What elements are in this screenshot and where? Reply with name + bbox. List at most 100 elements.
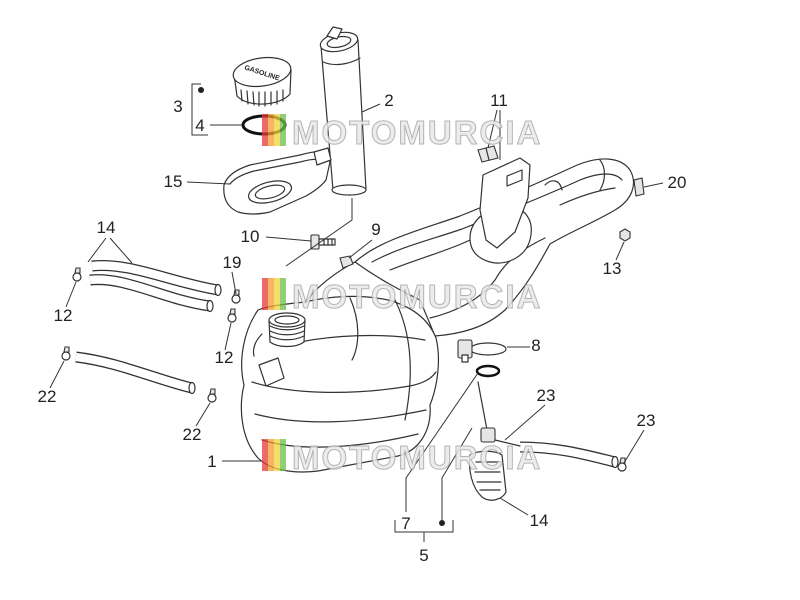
leader-14-lower <box>499 497 529 516</box>
clamp-ring <box>207 393 217 403</box>
filler-tray <box>223 147 332 215</box>
hose-clamp-22-left <box>61 346 71 361</box>
leader-neck-to-tank <box>285 198 353 267</box>
leader-5-bracket <box>394 520 454 542</box>
callout-5: 5 <box>419 546 428 565</box>
clamp-band <box>469 342 507 356</box>
hose-fill <box>519 442 616 467</box>
clamp-ring <box>227 313 237 323</box>
watermark-logo-mark <box>262 114 286 146</box>
hose-22 <box>75 351 196 395</box>
filler-neck-bottom <box>331 184 367 196</box>
fuel-cap-top <box>232 56 292 88</box>
filler-collar-top <box>268 312 306 328</box>
hose-fill <box>89 275 211 311</box>
clamp-tab <box>63 346 70 353</box>
fuel-cap: GASOLINE <box>232 56 292 107</box>
leader-14-upper <box>87 237 133 264</box>
callout-22-left: 22 <box>38 387 57 406</box>
fuel-tank-seam <box>251 371 437 393</box>
callout-11: 11 <box>490 91 508 110</box>
clamp-tab <box>209 388 216 395</box>
hose-fill <box>75 352 193 393</box>
filler-neck <box>319 26 367 196</box>
hose-end <box>611 455 619 469</box>
leader-15 <box>186 181 231 185</box>
callout-22-middle: 22 <box>183 425 202 444</box>
callout-13: 13 <box>603 259 622 278</box>
callout-3: 3 <box>173 97 182 116</box>
logo-stripe <box>274 439 280 471</box>
leader-lines <box>49 83 664 542</box>
watermark-logo-mark <box>262 278 286 310</box>
fuel-pump-housing <box>468 450 507 501</box>
callout-19: 19 <box>223 253 242 272</box>
logo-stripe <box>262 114 268 146</box>
callout-2: 2 <box>384 91 393 110</box>
leader-3-dot <box>198 87 204 93</box>
watermark-text: MOTOMURCIA <box>292 439 542 476</box>
callout-4: 4 <box>195 116 204 135</box>
filler-collar-threads <box>269 325 305 341</box>
callout-12-middle: 12 <box>215 348 234 367</box>
hose-clamps <box>61 267 627 472</box>
clamp-screw <box>461 354 469 363</box>
logo-stripe <box>280 278 286 310</box>
clamp-ring <box>72 272 82 282</box>
fuel-pump-mesh <box>474 461 502 491</box>
hose-clamp-12-middle <box>227 308 237 323</box>
hose-end <box>188 381 196 395</box>
leader-7 <box>405 372 479 512</box>
leader-23-upper <box>504 404 546 441</box>
callout-12-left: 12 <box>54 306 73 325</box>
filler-tray-tab <box>313 147 332 166</box>
hose-end <box>206 299 214 313</box>
filler-neck-tab <box>326 26 343 40</box>
fuel-tank-filler-collar <box>268 312 306 348</box>
callout-9: 9 <box>371 220 380 239</box>
nut-9 <box>339 255 354 269</box>
watermark-text: MOTOMURCIA <box>292 278 542 315</box>
callout-labels: 3 4 2 11 15 20 14 10 9 19 13 12 12 8 22 … <box>38 91 687 565</box>
leader-9 <box>348 239 373 259</box>
clamp-ring <box>61 351 71 361</box>
filler-tray-opening <box>247 180 293 204</box>
hose-14-lower <box>89 274 214 313</box>
callout-10: 10 <box>241 227 260 246</box>
logo-stripe <box>274 114 280 146</box>
frame-ridge <box>389 187 616 271</box>
leader-pump-dot <box>441 427 473 521</box>
leader-pump-dot-marker <box>439 520 445 526</box>
bolt-head <box>310 234 320 250</box>
fuel-pump-rod <box>477 381 488 431</box>
clamp-tab <box>233 289 240 296</box>
callout-23-right: 23 <box>637 411 656 430</box>
filler-neck-ring-line <box>322 57 361 66</box>
clip-20 <box>633 177 645 197</box>
hose-clamp-22-middle <box>207 388 217 403</box>
leader-12-left <box>65 281 77 308</box>
fuel-tank-lower-seam <box>254 409 427 423</box>
logo-stripe <box>280 114 286 146</box>
logo-stripe <box>280 439 286 471</box>
logo-stripe <box>268 114 274 146</box>
callout-15: 15 <box>164 172 183 191</box>
pump-o-ring-7 <box>475 364 501 378</box>
fuel-tank-rim <box>299 334 426 343</box>
leader-12-middle <box>224 322 232 351</box>
callout-7: 7 <box>401 514 410 533</box>
frame-tube-end <box>544 159 606 191</box>
hose-clamp-19 <box>231 289 241 304</box>
callout-20: 20 <box>668 173 687 192</box>
filler-collar-opening <box>274 315 300 325</box>
logo-stripe <box>274 278 280 310</box>
clamp-tab <box>74 267 81 274</box>
watermark-top: MOTOMURCIA <box>262 114 541 152</box>
leader-23-right <box>623 429 645 464</box>
leader-19 <box>231 271 237 295</box>
leader-13 <box>615 241 625 261</box>
logo-stripe <box>268 439 274 471</box>
frame-bracket-slot <box>506 169 523 187</box>
clamp-ring <box>617 462 627 472</box>
